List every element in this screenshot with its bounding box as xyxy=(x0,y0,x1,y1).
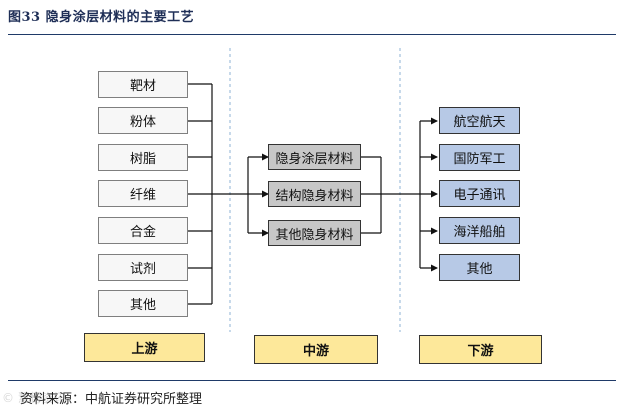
upstream-item-fiber: 纤维 xyxy=(98,180,188,207)
downstream-item-aerospace: 航空航天 xyxy=(439,107,520,134)
upstream-bracket xyxy=(188,83,249,305)
footer-divider xyxy=(8,380,616,381)
title-divider xyxy=(8,34,616,35)
upstream-item-target: 靶材 xyxy=(98,71,188,98)
upstream-item-reagent: 试剂 xyxy=(98,254,188,281)
figure-title: 图33 隐身涂层材料的主要工艺 xyxy=(8,10,195,25)
source-note: 资料来源：中航证券研究所整理 xyxy=(20,392,203,407)
midstream-bracket xyxy=(361,121,421,268)
downstream-item-telecom: 电子通讯 xyxy=(439,180,520,207)
downstream-item-defense: 国防军工 xyxy=(439,144,520,171)
downstream-item-marine: 海洋船舶 xyxy=(439,217,520,244)
midstream-item-structural: 结构隐身材料 xyxy=(268,181,361,207)
midstream-item-coating: 隐身涂层材料 xyxy=(268,144,361,170)
stage-label-midstream: 中游 xyxy=(254,335,378,364)
upstream-item-powder: 粉体 xyxy=(98,107,188,134)
stage-label-upstream: 上游 xyxy=(84,333,205,362)
midstream-item-other: 其他隐身材料 xyxy=(268,220,361,246)
upstream-item-other: 其他 xyxy=(98,290,188,317)
upstream-item-resin: 树脂 xyxy=(98,144,188,171)
upstream-item-alloy: 合金 xyxy=(98,217,188,244)
stage-label-downstream: 下游 xyxy=(419,335,542,364)
downstream-item-other: 其他 xyxy=(439,254,520,281)
watermark: © 慧博资讯 xyxy=(2,391,66,405)
